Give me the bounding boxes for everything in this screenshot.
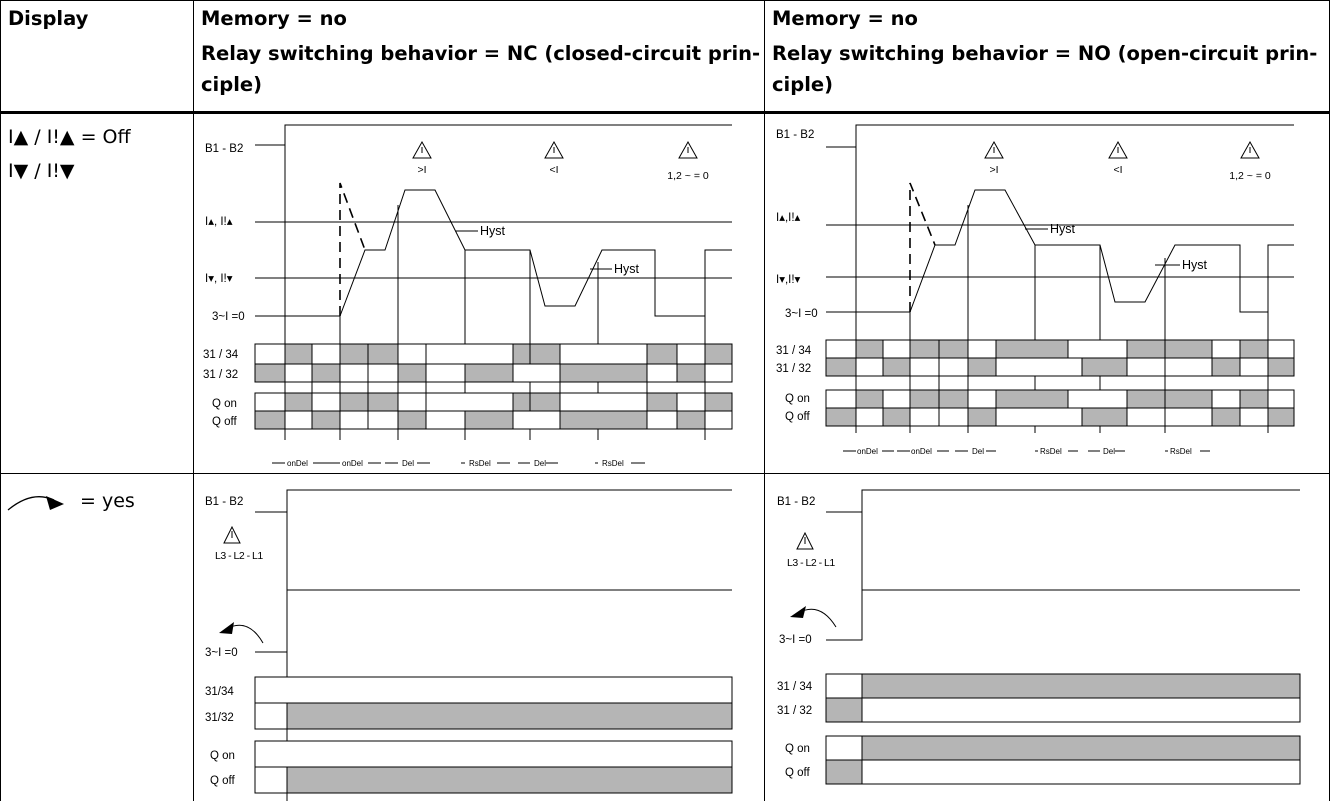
display-phase-yes: = yes — [80, 490, 135, 512]
label-q-off: Q off — [785, 767, 811, 779]
warning-undercurrent: <I — [1113, 164, 1122, 176]
label-q-off: Q off — [785, 411, 811, 423]
label-q-on: Q on — [210, 750, 235, 762]
label-i-up: I▴, I!▴ — [205, 216, 233, 228]
timer-ondel-1: onDel — [287, 459, 308, 468]
timing-diagram-no-row2: B1 - B2 L3 - L2 - L1 3~I =0 31 / 34 31 /… — [777, 489, 1301, 785]
timer-ondel-1: onDel — [857, 447, 878, 456]
warning-overcurrent: >I — [989, 164, 998, 176]
timer-del-2: Del — [1103, 447, 1115, 456]
timing-diagram-nc-row2: B1 - B2 L3 - L2 - L1 3~I =0 31/34 31/32 … — [205, 489, 733, 801]
label-3i-zero: 3~I =0 — [779, 634, 812, 646]
timer-del-2: Del — [534, 459, 546, 468]
warning-zero-phase: 1,2 ~ = 0 — [667, 170, 709, 182]
label-i-down: I▾,I!▾ — [776, 274, 801, 286]
timer-ondel-2: onDel — [342, 459, 363, 468]
column-divider-2 — [764, 0, 765, 801]
timer-ondel-2: onDel — [911, 447, 932, 456]
label-hyst-2: Hyst — [614, 262, 640, 276]
label-hyst-1: Hyst — [480, 224, 506, 238]
label-b1b2: B1 - B2 — [777, 496, 815, 508]
phase-sequence-icon — [7, 496, 64, 511]
header-no-memory: Memory = no — [772, 7, 918, 30]
label-q-off: Q off — [210, 775, 236, 787]
header-nc-relay: Relay switching behavior = NC (closed-ci… — [201, 42, 761, 65]
timing-diagram-no-row1: B1 - B2 I▴,I!▴ I▾,I!▾ 3~I =0 31 / 34 31 … — [776, 124, 1295, 456]
timer-rsdel-2: RsDel — [602, 459, 624, 468]
header-bottom-border — [0, 111, 1330, 114]
label-b1b2: B1 - B2 — [205, 143, 243, 155]
timing-diagram-nc-row1: B1 - B2 I▴, I!▴ I▾, I!▾ 3~I =0 31 / 34 3… — [203, 124, 733, 468]
warning-zero-phase: 1,2 ~ = 0 — [1229, 170, 1271, 182]
label-31-32: 31 / 32 — [203, 369, 238, 381]
label-31-34: 31 / 34 — [203, 349, 239, 361]
timer-rsdel-2: RsDel — [1170, 447, 1192, 456]
row-divider — [0, 473, 1330, 474]
label-i-up: I▴,I!▴ — [776, 212, 801, 224]
table-left-border — [0, 0, 1, 801]
display-threshold-off: I▲ / I!▲ = Off — [8, 126, 131, 148]
label-q-on: Q on — [212, 398, 237, 410]
label-31-34: 31 / 34 — [777, 681, 813, 693]
warning-undercurrent: <I — [549, 164, 558, 176]
label-31-34: 31 / 34 — [776, 345, 812, 357]
label-q-on: Q on — [785, 743, 810, 755]
header-display: Display — [8, 7, 89, 30]
label-phase-sequence: L3 - L2 - L1 — [215, 550, 263, 562]
label-hyst-1: Hyst — [1050, 222, 1076, 236]
label-q-off: Q off — [212, 416, 238, 428]
timer-del-1: Del — [402, 459, 414, 468]
header-no-relay-cont: ciple) — [772, 73, 834, 96]
header-no-relay: Relay switching behavior = NO (open-circ… — [772, 42, 1318, 65]
timer-rsdel-1: RsDel — [469, 459, 491, 468]
column-divider-1 — [193, 0, 194, 801]
display-threshold-down: I▼ / I!▼ — [8, 160, 75, 182]
label-hyst-2: Hyst — [1182, 258, 1208, 272]
label-31-32: 31/32 — [205, 712, 234, 724]
label-i-down: I▾, I!▾ — [205, 273, 233, 285]
timer-rsdel-1: RsDel — [1040, 447, 1062, 456]
header-nc-relay-cont: ciple) — [201, 73, 263, 96]
label-phase-sequence: L3 - L2 - L1 — [787, 557, 835, 569]
label-b1b2: B1 - B2 — [776, 129, 814, 141]
warning-overcurrent: >I — [417, 164, 426, 176]
label-3i-zero: 3~I =0 — [212, 311, 245, 323]
header-nc-memory: Memory = no — [201, 7, 347, 30]
timer-del-1: Del — [972, 447, 984, 456]
label-b1b2: B1 - B2 — [205, 496, 243, 508]
label-31-32: 31 / 32 — [777, 705, 812, 717]
table-top-border — [0, 0, 1330, 1]
label-3i-zero: 3~I =0 — [785, 308, 818, 320]
label-31-32: 31 / 32 — [776, 363, 811, 375]
label-31-34: 31/34 — [205, 686, 234, 698]
label-q-on: Q on — [785, 393, 810, 405]
label-3i-zero: 3~I =0 — [205, 647, 238, 659]
